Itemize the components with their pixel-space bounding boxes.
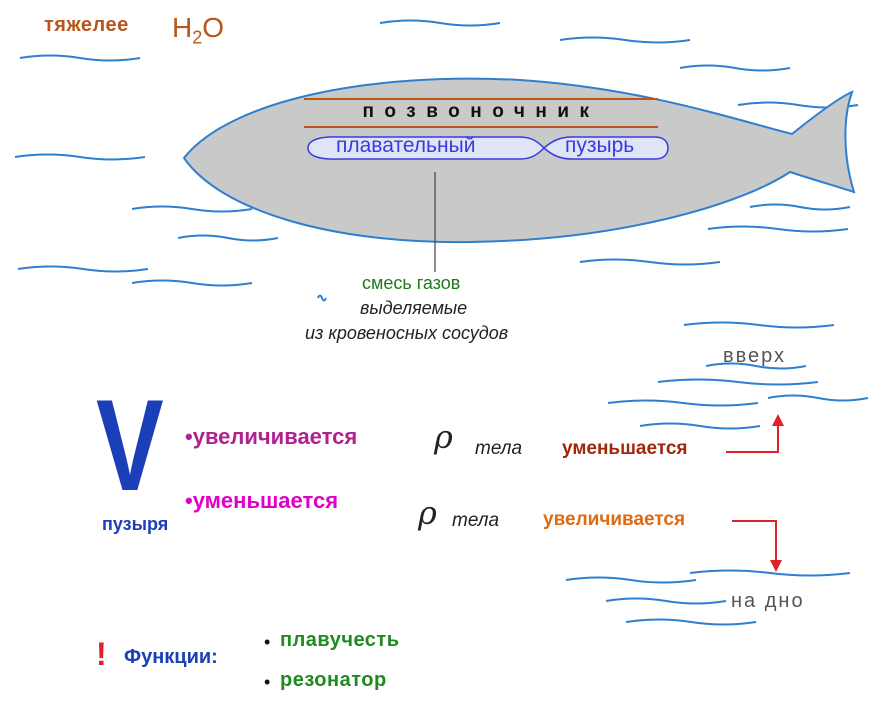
swim-bladder-right — [542, 136, 669, 160]
water-ripple-20 — [639, 422, 761, 430]
row1-change: •увеличивается — [185, 424, 357, 450]
water-ripple-15 — [683, 321, 835, 329]
water-ripple-1 — [379, 19, 501, 27]
water-ripple-11 — [579, 258, 721, 266]
water-ripple-24 — [625, 618, 757, 626]
function-bullet-2: • — [264, 672, 271, 692]
water-ripple-10 — [177, 234, 279, 242]
arrow-up-line — [726, 423, 779, 453]
row1-body: тела — [475, 438, 523, 459]
volume-label: пузыря — [102, 514, 169, 534]
water-ripple-2 — [559, 36, 691, 44]
exclamation-mark: ! — [96, 636, 107, 672]
row2-result: увеличивается — [543, 509, 686, 530]
row1-bullet: • — [185, 424, 193, 449]
water-ripple-3 — [679, 64, 791, 72]
row1-change-text: увеличивается — [192, 424, 358, 449]
direction-down-label: на дно — [731, 590, 805, 612]
water-ripple-18 — [767, 394, 869, 402]
fish-body — [182, 77, 856, 244]
density-symbol-row1: ρ — [434, 418, 453, 456]
arrow-down-line — [732, 520, 777, 562]
water-ripple-23 — [689, 569, 851, 577]
density-symbol-row2: ρ — [418, 494, 437, 532]
row2-change-text: уменьшается — [192, 488, 339, 513]
direction-up-label: вверх — [723, 345, 787, 367]
gas-source-line2: из кровеносных сосудов — [305, 323, 509, 343]
row2-body: тела — [452, 510, 500, 531]
water-ripple-9 — [707, 225, 849, 233]
water-ripple-12 — [17, 265, 149, 273]
water-ripple-22 — [605, 597, 727, 605]
water-ripple-8 — [749, 203, 851, 211]
water-ripple-6 — [14, 153, 146, 161]
arrow-up-head — [772, 414, 784, 426]
water-ripple-21 — [565, 576, 697, 584]
water-ripple-7 — [131, 205, 253, 213]
gas-mixture-label: смесь газов — [362, 273, 461, 293]
water-ripple-16 — [657, 378, 819, 386]
row1-result: уменьшается — [562, 438, 688, 459]
row2-change: •уменьшается — [185, 488, 338, 514]
spine-label: позвоночник — [362, 101, 600, 122]
functions-label: Функции: — [124, 646, 218, 668]
water-formula-o: O — [202, 12, 225, 43]
row2-bullet: • — [185, 488, 193, 513]
function-resonator: резонатор — [280, 669, 387, 691]
swim-bladder-label-left: плавательный — [336, 134, 476, 157]
water-ripple-19 — [607, 399, 759, 407]
function-bullet-1: • — [264, 632, 271, 652]
water-ripple-14 — [317, 294, 327, 302]
volume-symbol: V — [96, 372, 164, 518]
gas-source-line1: выделяемые — [360, 298, 468, 318]
water-formula-sub: 2 — [192, 27, 203, 48]
water-ripple-4 — [19, 54, 141, 62]
arrow-down-head — [770, 560, 782, 572]
function-buoyancy: плавучесть — [280, 629, 400, 651]
water-formula: H2O — [172, 12, 224, 49]
water-ripple-13 — [131, 279, 253, 287]
swim-bladder-label-right: пузырь — [565, 134, 635, 157]
water-formula-h: H — [172, 12, 193, 43]
water-ripple-17 — [705, 362, 807, 370]
heavier-text: тяжелее — [44, 14, 129, 36]
